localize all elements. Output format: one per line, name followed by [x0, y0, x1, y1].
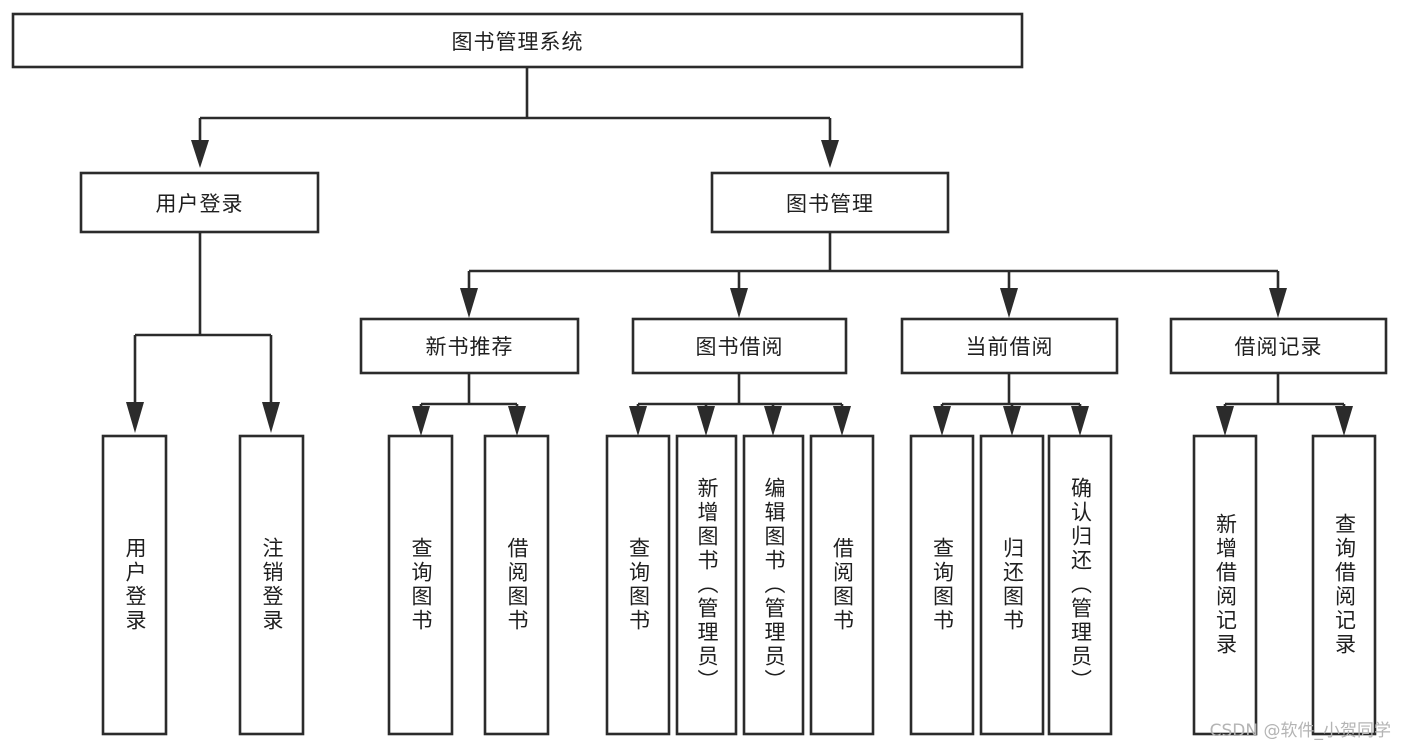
arrow-leaf-book-borrow-4	[833, 406, 851, 436]
node-box-leaf-new-book-2[interactable]	[483, 434, 550, 736]
node-box-borrow-record[interactable]	[1169, 317, 1388, 375]
arrow-leaf-current-borrow-3	[1071, 406, 1089, 436]
node-box-leaf-current-borrow-1[interactable]	[909, 434, 975, 736]
node-box-book-manage[interactable]	[710, 171, 950, 234]
arrow-leaf-borrow-record-1	[1216, 406, 1234, 436]
node-box-leaf-current-borrow-3[interactable]	[1047, 434, 1113, 736]
node-box-leaf-new-book-1[interactable]	[387, 434, 454, 736]
arrow-to-book-borrow	[730, 288, 748, 318]
arrow-leaf-current-borrow-2	[1003, 406, 1021, 436]
node-box-leaf-book-borrow-1[interactable]	[605, 434, 671, 736]
node-box-leaf-book-borrow-2[interactable]	[675, 434, 738, 736]
node-box-leaf-borrow-record-1[interactable]	[1192, 434, 1258, 736]
arrow-to-user-login	[191, 140, 209, 168]
node-box-new-book-rec[interactable]	[359, 317, 580, 375]
arrow-leaf-borrow-record-2	[1335, 406, 1353, 436]
arrow-to-book-manage	[821, 140, 839, 168]
arrow-to-new-book-rec	[460, 288, 478, 318]
arrow-leaf-new-book-1	[412, 406, 430, 436]
node-box-leaf-user-login-1[interactable]	[101, 434, 168, 736]
arrow-leaf-new-book-2	[508, 406, 526, 436]
node-box-book-borrow[interactable]	[631, 317, 848, 375]
arrow-to-current-borrow	[1000, 288, 1018, 318]
node-box-leaf-current-borrow-2[interactable]	[979, 434, 1045, 736]
arrow-leaf-book-borrow-2	[697, 406, 715, 436]
arrow-leaf-user-login-1	[126, 402, 144, 433]
arrow-leaf-book-borrow-3	[764, 406, 782, 436]
node-box-leaf-borrow-record-2[interactable]	[1311, 434, 1377, 736]
node-box-user-login[interactable]	[79, 171, 320, 234]
node-box-root[interactable]	[11, 12, 1024, 69]
arrow-to-borrow-record	[1269, 288, 1287, 318]
node-box-leaf-book-borrow-3[interactable]	[742, 434, 805, 736]
node-box-current-borrow[interactable]	[900, 317, 1119, 375]
node-box-leaf-book-borrow-4[interactable]	[809, 434, 875, 736]
node-box-leaf-user-login-2[interactable]	[238, 434, 305, 736]
arrow-leaf-book-borrow-1	[629, 406, 647, 436]
arrow-leaf-current-borrow-1	[933, 406, 951, 436]
arrow-leaf-user-login-2	[262, 402, 280, 433]
